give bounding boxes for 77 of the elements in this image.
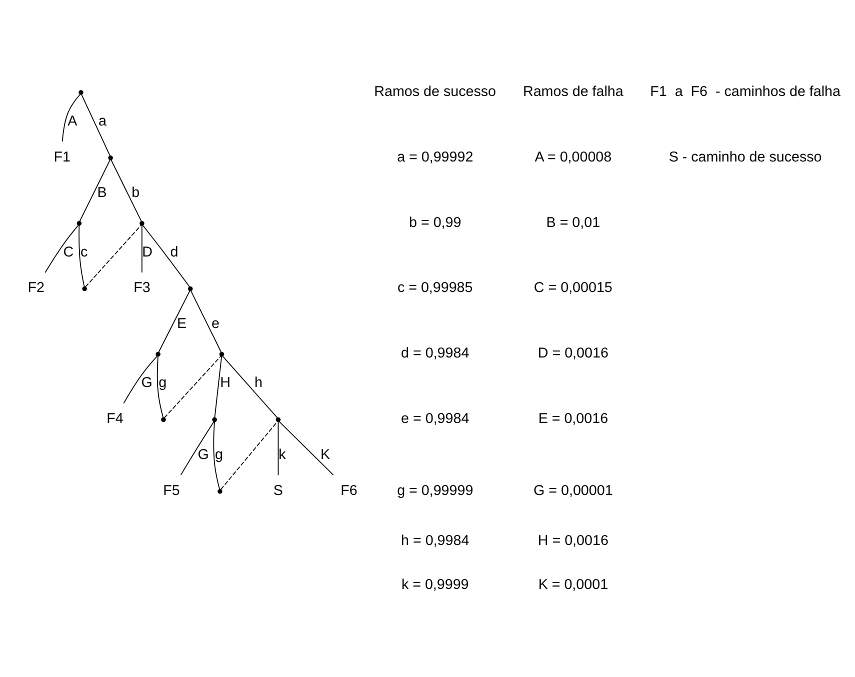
node-point: [188, 286, 193, 291]
node-text: S: [273, 482, 284, 498]
label: g = 0,99999: [397, 482, 474, 498]
edge-label: G: [198, 446, 209, 462]
connector: [278, 420, 279, 476]
node-point: [140, 220, 144, 226]
node-text: F1: [54, 148, 71, 165]
label: S - caminho de sucesso: [668, 148, 822, 165]
edge-label: c: [80, 244, 88, 260]
connector: [180, 420, 214, 475]
edge-label: a: [98, 112, 106, 129]
label: k = 0,9999: [401, 576, 469, 592]
label: F1 a F6 - caminhos de falha: [650, 83, 840, 100]
connector: [110, 158, 142, 222]
label: C = 0,00015: [534, 280, 612, 296]
label: Ramos de sucesso: [374, 83, 496, 100]
node-point: [108, 155, 113, 160]
edge-label: H: [220, 374, 231, 391]
node-text: F5: [163, 482, 180, 498]
node-point: [161, 416, 166, 422]
connector: [164, 355, 222, 418]
node-text: F4: [106, 410, 124, 427]
edge-label: g: [215, 446, 224, 462]
connector: [213, 420, 220, 490]
label: B = 0,01: [546, 214, 600, 230]
label: c = 0,99985: [397, 280, 473, 296]
label: a = 0,99992: [397, 148, 474, 165]
connector: [156, 355, 164, 418]
node-point: [276, 416, 281, 422]
label: A = 0,00008: [534, 148, 612, 165]
connector: [62, 93, 81, 142]
label: e = 0,9984: [401, 410, 470, 427]
edge-label: h: [254, 374, 262, 391]
connector: [190, 290, 222, 352]
node-point: [219, 351, 224, 356]
label: d = 0,9984: [401, 345, 470, 362]
edge-label: g: [158, 374, 167, 391]
connector: [278, 420, 334, 475]
edge-label: B: [97, 184, 107, 201]
edge-label: k: [278, 446, 286, 462]
label: D = 0,0016: [538, 345, 608, 362]
connector: [222, 355, 278, 418]
node-text: F2: [28, 280, 45, 296]
label: G = 0,00001: [534, 482, 613, 498]
connector: [158, 290, 190, 352]
edge-label: e: [211, 316, 220, 332]
node-point: [78, 90, 84, 94]
label: K = 0,0001: [538, 576, 608, 592]
node-point: [82, 286, 87, 291]
connector: [79, 158, 110, 222]
edge-label: d: [170, 244, 178, 260]
node-text: F6: [340, 482, 358, 498]
edge-label: C: [63, 244, 74, 260]
edge-label: A: [68, 112, 78, 129]
label: H = 0,0016: [538, 532, 608, 549]
edge-label: b: [132, 184, 140, 201]
connector: [214, 355, 222, 418]
edge-label: D: [142, 244, 153, 260]
edge-label: K: [320, 446, 330, 462]
edge-label: G: [141, 374, 152, 391]
edge-label: E: [177, 316, 187, 332]
label: E = 0,0016: [538, 410, 608, 427]
node-point: [156, 351, 160, 356]
label: Ramos de falha: [523, 83, 624, 100]
node-text: F3: [134, 280, 150, 296]
connector: [142, 224, 190, 287]
node-point: [218, 488, 222, 494]
label: b = 0,99: [409, 214, 462, 230]
connector: [123, 355, 158, 404]
connector: [81, 94, 110, 156]
connector: [84, 224, 142, 287]
connector: [78, 224, 85, 286]
node-point: [76, 220, 82, 226]
label: h = 0,9984: [401, 532, 470, 549]
connector: [44, 224, 79, 272]
node-point: [212, 416, 217, 422]
connector: [220, 420, 278, 490]
